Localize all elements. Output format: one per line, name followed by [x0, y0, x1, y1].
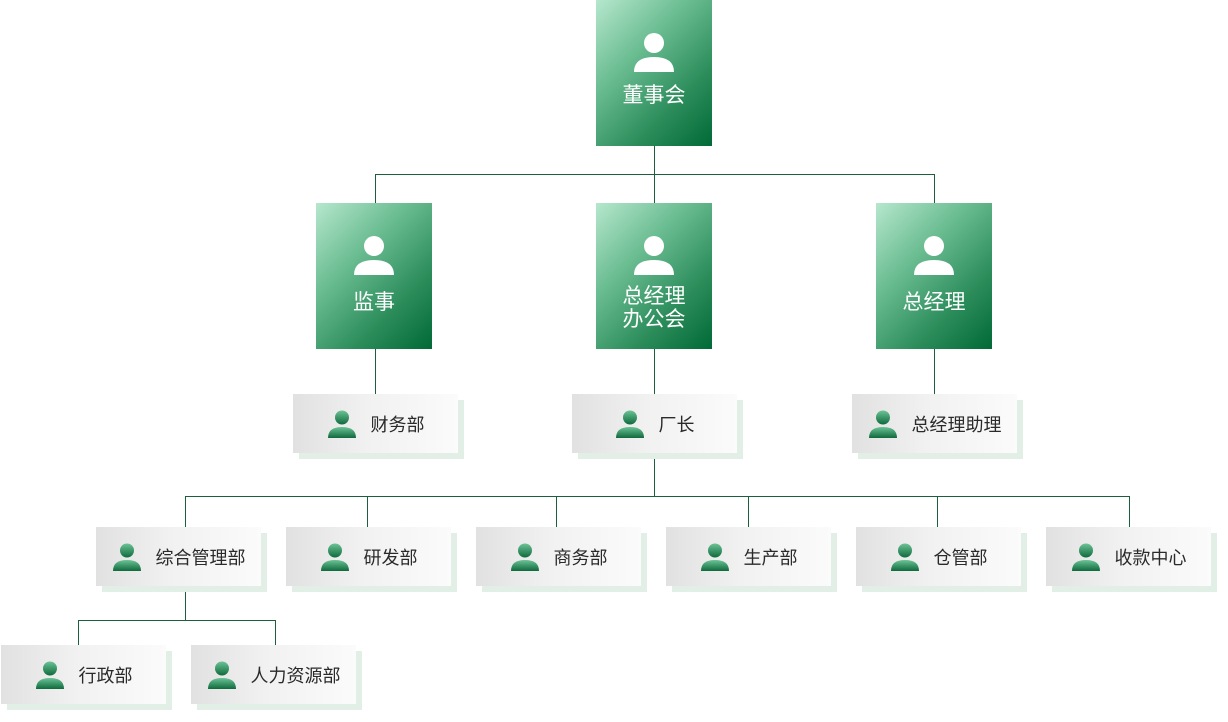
node-factory-director[interactable]: 厂长 — [572, 394, 737, 453]
node-label: 行政部 — [78, 665, 133, 687]
node-finance[interactable]: 财务部 — [293, 394, 458, 453]
node-label: 综合管理部 — [155, 547, 246, 569]
node-gm-assistant[interactable]: 总经理助理 — [852, 394, 1017, 453]
node-label: 人力资源部 — [250, 665, 341, 687]
node-label: 厂长 — [658, 414, 695, 436]
person-icon — [634, 236, 674, 275]
node-rnd[interactable]: 研发部 — [286, 527, 451, 586]
node-label: 研发部 — [363, 547, 418, 569]
person-icon — [207, 661, 236, 689]
node-production[interactable]: 生产部 — [666, 527, 831, 586]
person-icon — [615, 410, 644, 438]
node-gm[interactable]: 总经理 — [876, 203, 992, 349]
node-board[interactable]: 董事会 — [596, 0, 712, 146]
person-icon — [112, 543, 141, 571]
node-label: 商务部 — [553, 547, 608, 569]
person-icon — [320, 543, 349, 571]
person-icon — [1071, 543, 1100, 571]
person-icon — [700, 543, 729, 571]
node-label: 总经理 — [902, 290, 966, 314]
node-label: 监事 — [353, 290, 395, 314]
node-supervisor[interactable]: 监事 — [316, 203, 432, 349]
node-label: 董事会 — [622, 83, 686, 107]
node-label: 收款中心 — [1114, 547, 1187, 569]
node-label: 生产部 — [743, 547, 798, 569]
node-warehouse[interactable]: 仓管部 — [856, 527, 1021, 586]
person-icon — [634, 33, 674, 72]
node-hr[interactable]: 人力资源部 — [191, 645, 356, 704]
node-general-mgmt[interactable]: 综合管理部 — [96, 527, 261, 586]
person-icon — [914, 236, 954, 275]
person-icon — [510, 543, 539, 571]
person-icon — [354, 236, 394, 275]
person-icon — [327, 410, 356, 438]
person-icon — [868, 410, 897, 438]
node-label: 仓管部 — [933, 547, 988, 569]
node-gm-office[interactable]: 总经理 办公会 — [596, 203, 712, 349]
node-admin[interactable]: 行政部 — [1, 645, 166, 704]
person-icon — [35, 661, 64, 689]
person-icon — [890, 543, 919, 571]
node-label: 总经理助理 — [911, 414, 1002, 436]
node-business[interactable]: 商务部 — [476, 527, 641, 586]
node-collection[interactable]: 收款中心 — [1046, 527, 1211, 586]
node-label: 财务部 — [370, 414, 425, 436]
node-label: 总经理 办公会 — [622, 284, 686, 331]
